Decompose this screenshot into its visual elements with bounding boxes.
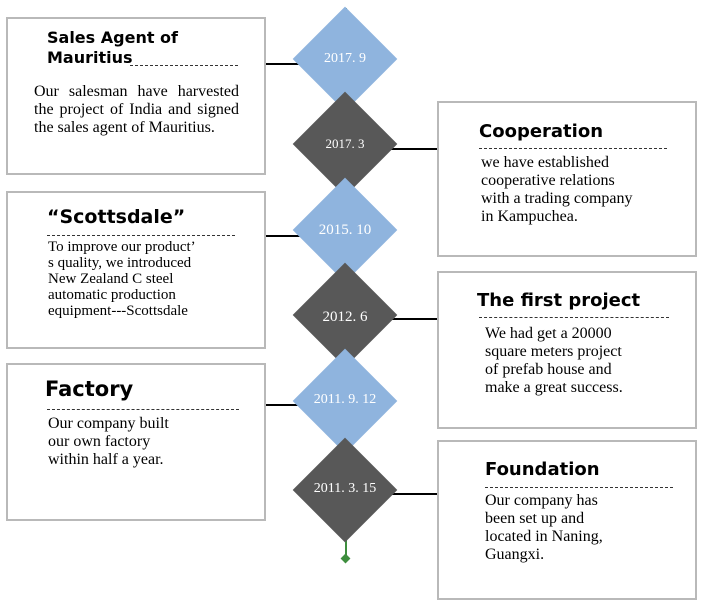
connector-2011-3-15 <box>385 493 438 495</box>
connector-2012-6 <box>385 318 438 320</box>
connector-2015-10 <box>265 235 307 237</box>
body-line: within half a year. <box>48 451 164 468</box>
date-label: 2017. 3 <box>325 136 365 151</box>
event-title-line1: Sales Agent of <box>47 28 178 47</box>
body-line: To improve our product’ <box>48 239 196 255</box>
event-title: “Scottsdale” <box>47 206 186 228</box>
title-underline <box>479 317 669 318</box>
event-body: we have established cooperative relation… <box>481 154 691 226</box>
event-box-foundation: Foundation Our company has been set up a… <box>437 440 697 600</box>
title-underline <box>130 65 238 66</box>
event-title-line2: Mauritius <box>47 48 133 67</box>
event-body: We had get a 20000 square meters project… <box>485 325 690 397</box>
body-line: with a trading company <box>481 190 633 207</box>
connector-2011-9-12 <box>265 404 307 406</box>
body-line: Our company built <box>48 415 169 432</box>
body-line: Our company has <box>485 492 598 509</box>
body-line: cooperative relations <box>481 172 615 189</box>
body-line: in Kampuchea. <box>481 208 578 225</box>
event-body: To improve our product’ s quality, we in… <box>48 239 263 319</box>
timeline-spine-bottom <box>345 535 347 557</box>
date-label: 2015. 10 <box>318 222 372 238</box>
body-line: of prefab house and <box>485 361 612 378</box>
body-line: Guangxi. <box>485 546 545 563</box>
title-underline <box>485 487 673 488</box>
body-line: automatic production <box>48 287 176 303</box>
body-line: We had get a 20000 <box>485 325 612 342</box>
event-box-first-project: The first project We had get a 20000 squ… <box>437 271 697 429</box>
body-line: s quality, we introduced <box>48 255 192 271</box>
event-body: Our salesman have harvested the project … <box>34 83 239 136</box>
event-body: Our company built our own factory within… <box>48 415 253 469</box>
event-box-factory: Factory Our company built our own factor… <box>6 363 266 521</box>
body-line: we have established <box>481 154 609 171</box>
connector-2017-9 <box>265 63 307 65</box>
connector-2017-3 <box>385 148 438 150</box>
event-box-cooperation: Cooperation we have established cooperat… <box>437 101 697 257</box>
event-title: The first project <box>477 290 641 311</box>
title-underline <box>479 148 667 149</box>
date-label: 2012. 6 <box>322 309 368 325</box>
date-label: 2017. 9 <box>324 51 366 66</box>
timeline-end-marker <box>340 553 351 564</box>
event-title: Factory <box>45 377 134 401</box>
title-underline <box>47 235 235 236</box>
body-line: located in Naning, <box>485 528 603 545</box>
title-underline <box>47 409 239 410</box>
body-line: our own factory <box>48 433 151 450</box>
body-line: make a great success. <box>485 379 623 396</box>
event-box-sales-agent: Sales Agent of Mauritius Our salesman ha… <box>6 17 266 175</box>
date-label: 2011. 9. 12 <box>313 392 377 407</box>
body-line: equipment---Scottsdale <box>48 303 188 319</box>
event-body: Our company has been set up and located … <box>485 492 690 564</box>
body-line: square meters project <box>485 343 622 360</box>
event-title: Foundation <box>485 459 600 480</box>
body-line: New Zealand C steel <box>48 271 174 287</box>
event-box-scottsdale: “Scottsdale” To improve our product’ s q… <box>6 191 266 349</box>
body-line: been set up and <box>485 510 585 527</box>
date-label: 2011. 3. 15 <box>313 481 377 496</box>
event-title: Cooperation <box>479 121 604 142</box>
